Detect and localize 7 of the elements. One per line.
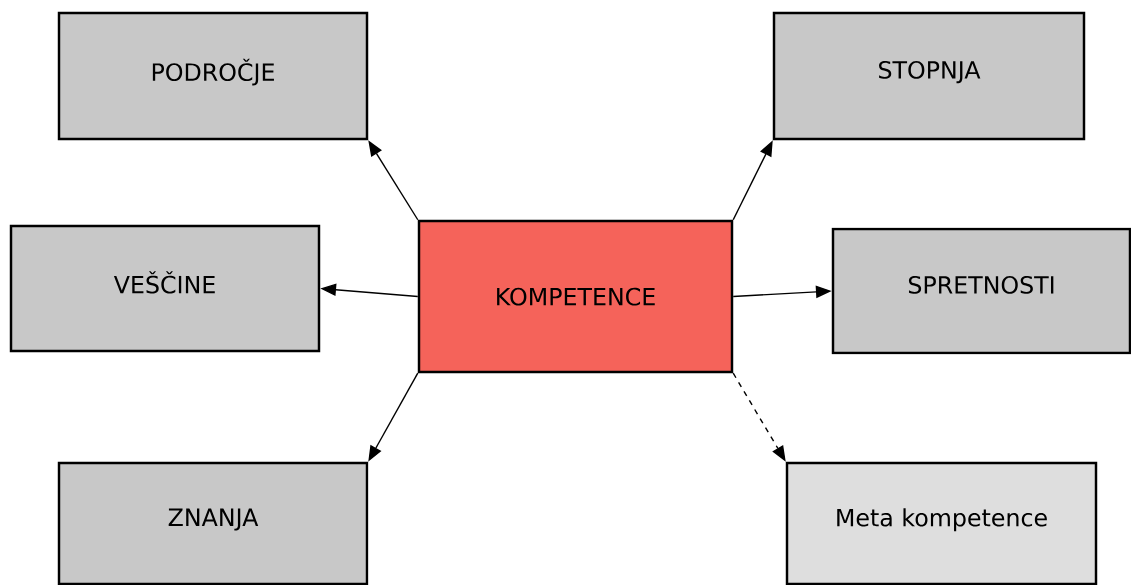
central-box: KOMPETENCE	[417, 219, 734, 374]
box: STOPNJA	[772, 11, 1086, 141]
box: PODROČJE	[57, 11, 369, 141]
box: ZNANJA	[57, 461, 369, 585]
box: Meta kompetence	[785, 461, 1098, 585]
box: SPRETNOSTI	[831, 227, 1131, 355]
box: VEŠČINE	[9, 224, 321, 353]
